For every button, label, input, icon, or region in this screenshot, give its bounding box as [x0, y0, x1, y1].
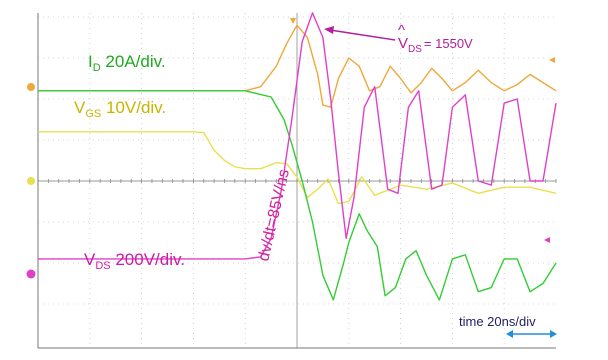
trace-i-d	[38, 90, 557, 301]
vds-scale-main: V	[84, 250, 96, 269]
id-scale-label: ID 20A/div.	[88, 52, 166, 74]
right-marker-orange	[549, 57, 555, 63]
id-scale-main: I	[88, 52, 93, 71]
vgs-scale-main: V	[74, 98, 86, 117]
peak-label-sub: DS	[408, 44, 422, 55]
peak-label: VDS= 1550V	[398, 35, 473, 55]
peak-hat: ^	[398, 22, 405, 39]
ch-marker-orange	[27, 83, 35, 91]
trace-v-gs	[38, 131, 557, 205]
trace-orange	[38, 24, 557, 108]
vgs-scale-rest: 10V/div.	[101, 98, 166, 117]
vds-scale-rest: 200V/div.	[111, 250, 185, 269]
traces	[38, 12, 557, 301]
time-scale-label: time 20ns/div	[459, 314, 536, 329]
grid	[37, 13, 557, 349]
peak-label-value: = 1550V	[424, 36, 473, 51]
vds-scale-sub: DS	[95, 260, 110, 272]
vgs-scale-sub: GS	[85, 108, 101, 120]
id-scale-rest: 20A/div.	[101, 52, 166, 71]
peak-arrow-head	[324, 26, 334, 34]
time-scale-arrow-right	[550, 330, 557, 338]
channel-markers	[26, 18, 555, 279]
peak-arrow-line	[329, 29, 396, 41]
ch-marker-vgs	[27, 177, 35, 185]
id-scale-sub: D	[93, 62, 101, 74]
right-marker-vds	[544, 237, 550, 243]
slope-annotation: dv/dt=85V/ns	[255, 168, 293, 263]
vds-scale-label: VDS 200V/div.	[84, 250, 185, 272]
trigger-marker	[290, 18, 296, 24]
ch-marker-vds	[26, 269, 36, 279]
trace-v-ds	[38, 12, 557, 260]
peak-label-main: V	[398, 35, 408, 52]
time-scale-arrow-left	[506, 330, 513, 338]
vgs-scale-label: VGS 10V/div.	[74, 98, 166, 120]
